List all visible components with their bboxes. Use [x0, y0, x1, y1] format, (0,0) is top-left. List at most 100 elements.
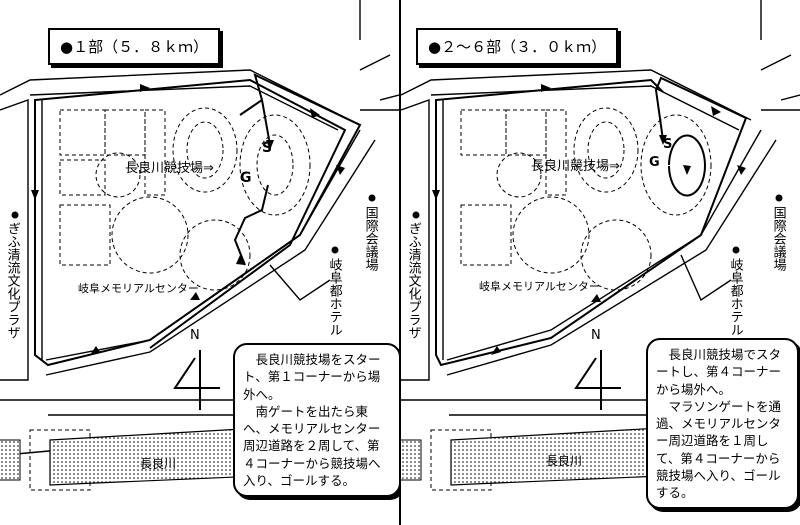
- route-path-right: [435, 76, 748, 367]
- plaza-dot-right: [412, 211, 420, 219]
- conference-dot: [368, 194, 376, 202]
- left-note-line-1: 長良川競技場をスタート、第１コーナーから場外へ。: [243, 352, 381, 402]
- route-arrows: [31, 84, 345, 355]
- left-course-note: 長良川競技場をスタート、第１コーナーから場外へ。 南ゲートを出たら東へ、メモリア…: [233, 343, 399, 497]
- left-memorial-label: 岐阜メモリアルセンター: [78, 282, 199, 295]
- west-road: [0, 99, 29, 381]
- right-hotel-label: 岐阜都ホテル: [727, 258, 743, 336]
- race-route-right: [435, 76, 748, 367]
- left-plaza-label: ぎふ清流文化プラザ: [4, 222, 20, 339]
- river-area-west-right: [401, 439, 422, 481]
- right-north-label: N: [591, 328, 601, 343]
- plaza-dot: [11, 211, 19, 219]
- river-area-west: [0, 439, 21, 481]
- arrow-r5: [591, 294, 601, 302]
- right-course-title: ●２～６部（３．０ｋｍ）: [416, 28, 619, 65]
- north-road-outer-right: [401, 69, 752, 121]
- arrow-5: [190, 292, 200, 300]
- west-road-right: [401, 99, 430, 381]
- arrow-r2: [659, 135, 667, 145]
- southeast-road-inner-right: [446, 129, 762, 361]
- route-exit: [239, 99, 263, 116]
- venue-ellipse-outer: [172, 107, 238, 193]
- arrow-r7: [432, 190, 440, 200]
- hotel-dot-right: [732, 246, 740, 254]
- facility-block-2-right: [505, 109, 547, 156]
- arrow-r1: [683, 165, 691, 175]
- arrow-8: [140, 84, 150, 92]
- right-memorial-label: 岐阜メモリアルセンター: [479, 280, 600, 293]
- track-outer: [239, 114, 311, 216]
- left-venue-label: 長良川競技場⇒: [125, 161, 214, 176]
- left-north-label: N: [190, 328, 200, 343]
- hotel-road: [269, 264, 331, 301]
- north-arrow-head: [173, 357, 220, 389]
- facility-block-3: [144, 109, 166, 196]
- right-course-note: 長良川競技場でスタートし、第４コーナーから場外へ。 マラソンゲートを通過、メモリ…: [646, 338, 799, 510]
- track-outer-right: [640, 114, 712, 216]
- race-route: [34, 73, 362, 367]
- facility-circle-large: [111, 196, 189, 274]
- route-gate-exit: [233, 184, 269, 266]
- left-map-panel: ●１部（５．８ｋｍ） 長良川競技場⇒ S G 岐阜メモリアルセンター ぎふ清流文…: [0, 0, 399, 525]
- river-park-block: [29, 429, 91, 491]
- hotel-dot: [331, 246, 339, 254]
- right-venue-label: 長良川競技場⇒: [531, 159, 620, 174]
- landmark-dots-right: [412, 194, 783, 254]
- facility-circle-south: [179, 219, 251, 291]
- north-arrow: [173, 350, 220, 410]
- side-streets-right: [760, 54, 800, 111]
- right-plaza-label: ぎふ清流文化プラザ: [405, 222, 421, 339]
- arrow-7: [31, 190, 39, 200]
- left-course-title: ●１部（５．８ｋｍ）: [48, 28, 221, 65]
- arrow-r8: [541, 84, 551, 92]
- facility-circle-large-right: [512, 196, 590, 274]
- right-note-line-2: マラソンゲートを通過、メモリアルセンター周辺道路を１周して、第４コーナーから競技…: [656, 398, 782, 500]
- arrow-r4: [737, 165, 746, 175]
- right-map-panel: ●２～６部（３．０ｋｍ） 長良川競技場⇒ S G 岐阜メモリアルセンター ぎふ清…: [401, 0, 800, 525]
- arrow-3: [336, 165, 345, 175]
- venue-ellipse-outer-right: [573, 107, 639, 193]
- left-start-mark: S: [262, 140, 273, 156]
- right-goal-mark: G: [649, 155, 660, 170]
- left-river-label: 長良川: [140, 457, 177, 471]
- arrow-r6: [491, 346, 501, 355]
- north-arrow-head-right: [574, 357, 621, 389]
- route-path: [34, 73, 362, 367]
- venue-ellipse-inner-right: [587, 121, 625, 179]
- facility-outlines-right: [430, 107, 712, 491]
- left-conference-label: 国際会議場: [362, 206, 378, 271]
- track-loop: [668, 134, 706, 197]
- facility-block-5: [59, 204, 111, 266]
- right-conference-label: 国際会議場: [770, 206, 786, 271]
- facility-block-3-right: [545, 109, 567, 196]
- conference-dot-right: [775, 194, 783, 202]
- landmark-dots: [11, 194, 376, 254]
- facility-circle-small: [95, 152, 141, 198]
- north-arrow-right: [574, 350, 621, 410]
- southeast-road-outer-right: [446, 139, 777, 376]
- right-start-mark: S: [663, 137, 673, 152]
- venue-ellipse-inner: [186, 121, 224, 179]
- left-note-line-2: 南ゲートを出たら東へ、メモリアルセンター周辺道路を２周して、第４コーナーから競技…: [243, 403, 381, 488]
- southeast-road-outer: [45, 139, 376, 376]
- side-streets: [359, 54, 399, 111]
- facility-block-2: [104, 109, 146, 156]
- track-inner: [256, 134, 294, 196]
- facility-circle-small-right: [496, 152, 542, 198]
- north-road-inner-right: [430, 85, 740, 131]
- facility-circle-south-right: [580, 219, 652, 291]
- hotel-road-right: [680, 254, 732, 302]
- left-hotel-label: 岐阜都ホテル: [326, 258, 342, 336]
- route-arrows-right: [432, 84, 746, 355]
- right-note-line-1: 長良川競技場でスタートし、第４コーナーから場外へ。: [656, 347, 782, 397]
- arrow-4: [236, 255, 245, 265]
- panel-divider: [399, 0, 401, 525]
- left-goal-mark: G: [240, 170, 252, 186]
- facility-outlines: [29, 107, 311, 491]
- arrow-6: [90, 346, 100, 355]
- facility-block-1-right: [460, 109, 507, 156]
- right-river-label: 長良川: [546, 454, 583, 468]
- facility-block-5-right: [460, 204, 512, 266]
- arrow-1: [266, 140, 274, 150]
